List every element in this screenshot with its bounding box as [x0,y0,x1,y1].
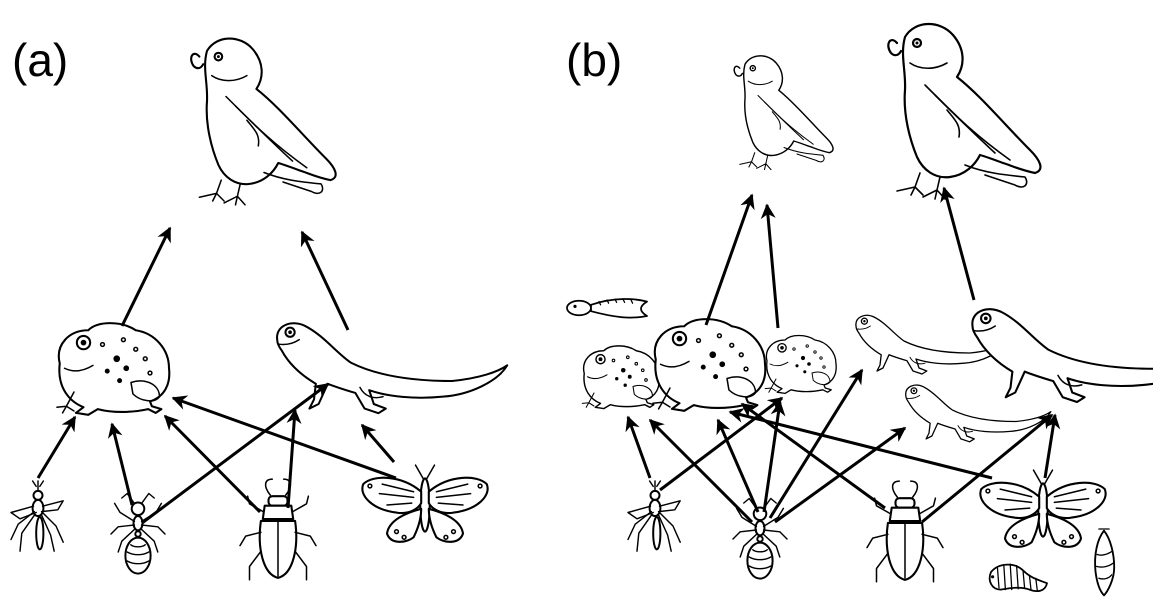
arrow-ant-to-toad [112,424,132,505]
butterfly-icon [980,470,1105,547]
arrow-small-toad-to-small-falcon [767,205,778,328]
falcon-icon [191,39,336,205]
arrow-ant-to-lizard [142,384,328,523]
panel-b [567,24,1153,595]
arrow-toad-to-falcon [122,228,170,326]
lizard-icon [277,323,507,413]
butterfly-icon [362,465,487,542]
toad-icon [57,323,169,415]
panel-a [11,39,507,580]
arrow-butterfly-to-lizard [1045,415,1055,478]
arrow-butterfly-to-lizard [362,425,394,462]
arrow-lizard-to-large-falcon [944,188,974,300]
ant-icon [111,494,165,574]
falcon-icon [734,56,833,170]
toad-icon [653,319,765,411]
mosquito-icon [11,481,63,551]
chrysalis-icon [1095,529,1114,595]
arrow-ant-to-large-toad [718,420,758,512]
arrow-mosquito-to-toad [628,417,650,478]
panel-b-label: (b) [566,34,622,86]
caterpillar-icon [990,564,1047,591]
tadpole-icon [567,299,647,318]
arrow-beetle-to-toad [165,416,260,512]
mosquito-icon [628,481,680,551]
panel-a-label: (a) [12,34,68,86]
lizard-icon [972,309,1153,402]
arrow-mosquito-to-small-toad [660,398,782,490]
toad-icon [582,346,659,409]
stag-beetle-icon [240,479,316,580]
arrow-lizard-to-falcon [302,232,348,330]
falcon-icon [888,24,1040,199]
arrow-butterfly-to-toad [173,398,396,478]
arrow-beetle-to-lizard [288,410,295,508]
arrow-mosquito-to-toad [38,417,75,478]
arrow-toad-to-small-falcon [706,195,752,325]
arrow-ant-to-small-toad [764,402,780,512]
arrow-ant-to-toad [650,420,752,522]
toad-icon [765,336,836,394]
stag-beetle-icon [867,481,943,582]
